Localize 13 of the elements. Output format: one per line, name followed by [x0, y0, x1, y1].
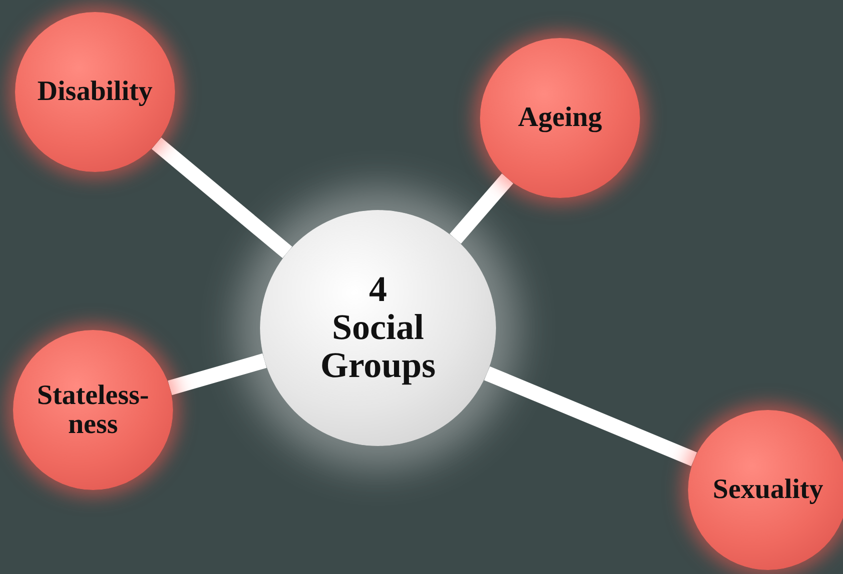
connector-line: [168, 353, 267, 396]
circle-node: [15, 12, 175, 172]
node-label: Ageing: [518, 103, 602, 133]
node-label: 4 Social Groups: [320, 271, 436, 385]
connector-line: [450, 174, 514, 244]
circle-node: [13, 330, 173, 490]
circle-node: [480, 38, 640, 198]
node-label: Sexuality: [712, 475, 824, 505]
node-label: Disability: [37, 77, 153, 107]
connector-line: [484, 366, 697, 466]
connector-line: [152, 137, 292, 258]
circle-node: [688, 410, 843, 570]
node-label: Stateless- ness: [37, 380, 149, 440]
